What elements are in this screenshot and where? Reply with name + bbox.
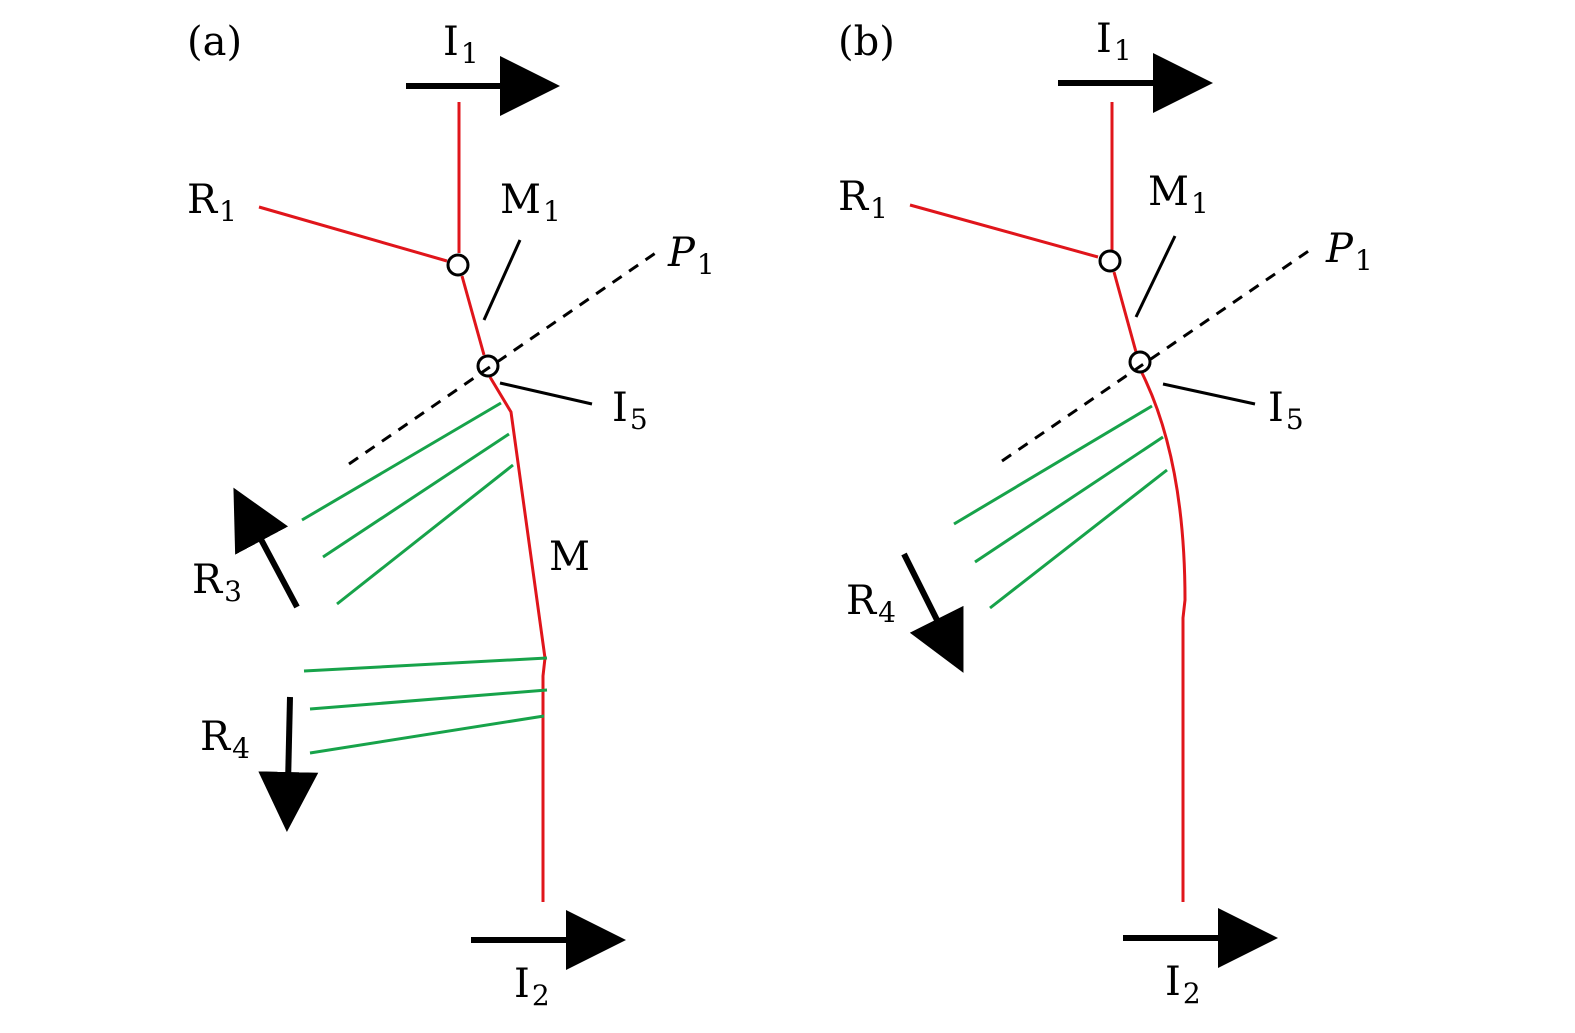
panel-a-mach-stem-M bbox=[488, 376, 547, 902]
panel-b-label-I2: I2 bbox=[1165, 959, 1201, 1010]
panel-a-label-R1: R1 bbox=[187, 177, 237, 228]
panel-a-fan-R4-line-1 bbox=[303, 656, 548, 673]
panel-b-fan-R4-line-3 bbox=[989, 468, 1168, 610]
panel-a-mach-stem-M1 bbox=[460, 275, 486, 356]
panel-a-expansion-fan-R4 bbox=[303, 656, 548, 755]
panel-a-label-R4: R4 bbox=[200, 714, 250, 765]
panel-a-slip-line-P1 bbox=[348, 250, 658, 466]
panel-a-leader-I5 bbox=[499, 381, 593, 406]
panel-b-triple-point-lower bbox=[1128, 350, 1152, 374]
panel-b-leader-M1 bbox=[1134, 235, 1177, 318]
panel-a-reflected-shock-R1 bbox=[258, 205, 448, 263]
panel-b-label: (b) bbox=[838, 19, 895, 65]
panel-b-label-P1: P1 bbox=[1325, 226, 1373, 277]
panel-b: (b) I1 R1 M1 P1 bbox=[838, 16, 1373, 1010]
panel-a-label-I2: I2 bbox=[514, 961, 550, 1012]
panel-b-reflected-shock-R1 bbox=[909, 203, 1099, 259]
panel-b-curved-mach-stem bbox=[1140, 372, 1187, 902]
panel-a-triple-point-upper bbox=[446, 253, 470, 277]
panel-b-label-I1: I1 bbox=[1096, 16, 1132, 67]
panel-a-fan-R3-line-1 bbox=[301, 401, 502, 522]
panel-a-label-M: M bbox=[549, 534, 590, 580]
panel-a-label-I1: I1 bbox=[443, 19, 479, 70]
panel-a: (a) bbox=[187, 19, 715, 1012]
panel-a-fan-R3-line-2 bbox=[322, 432, 510, 559]
panel-b-slip-line-P1 bbox=[1001, 248, 1311, 463]
panel-b-expansion-fan-R4 bbox=[953, 404, 1168, 610]
panel-a-leader-M1 bbox=[482, 239, 522, 321]
panel-a-arrow-R3 bbox=[233, 487, 300, 609]
panel-b-label-I5: I5 bbox=[1268, 385, 1304, 436]
panel-a-fan-R4-line-2 bbox=[309, 688, 548, 711]
panel-b-fan-R4-line-2 bbox=[974, 435, 1164, 564]
panel-a-fan-R3-line-3 bbox=[336, 463, 514, 606]
panel-b-label-M1: M1 bbox=[1148, 169, 1209, 220]
panel-a-expansion-fan-R3 bbox=[301, 401, 514, 606]
panel-a-label-M1: M1 bbox=[500, 177, 561, 228]
panel-a-label-I5: I5 bbox=[612, 385, 648, 436]
panel-a-label-P1: P1 bbox=[667, 230, 715, 281]
panel-b-mach-stem-M1 bbox=[1112, 271, 1138, 353]
panel-b-label-R4: R4 bbox=[846, 578, 896, 629]
panel-a-fan-R4-line-3 bbox=[309, 714, 545, 755]
panel-b-triple-point-upper bbox=[1098, 249, 1122, 273]
panel-a-label-R3: R3 bbox=[192, 557, 242, 608]
panel-a-arrow-R4 bbox=[258, 696, 319, 832]
panel-a-label: (a) bbox=[187, 19, 242, 65]
panel-b-shock-lines bbox=[909, 102, 1187, 902]
panel-b-label-R1: R1 bbox=[838, 174, 888, 225]
panel-b-arrow-R4 bbox=[901, 552, 964, 673]
panel-b-leader-I5 bbox=[1162, 382, 1256, 406]
panel-b-fan-R4-line-1 bbox=[953, 404, 1153, 526]
